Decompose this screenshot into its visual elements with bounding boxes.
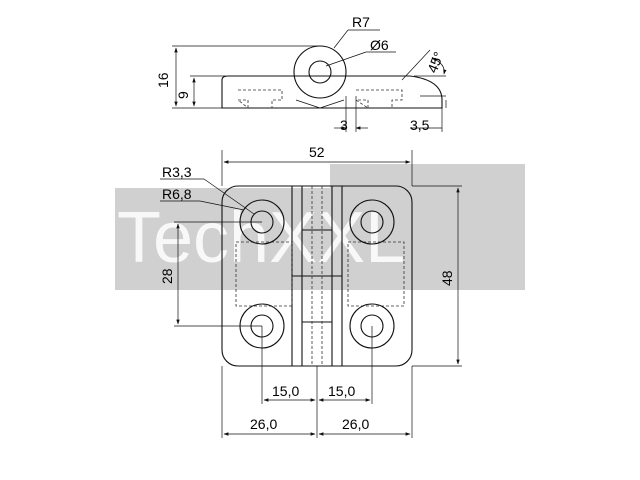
angle-leg <box>401 49 431 81</box>
front-view: 52 48 28 R3,3 R6,8 15,0 15,0 26,0 26,0 <box>159 144 462 438</box>
dim-half-width-right: 26,0 <box>342 416 369 432</box>
watermark: TechXXL <box>115 164 525 290</box>
dim-width-total: 52 <box>309 144 325 160</box>
leader-bore <box>325 51 367 67</box>
dim-chamfer-angle: 45° <box>424 49 447 75</box>
leader-r7 <box>333 29 349 49</box>
watermark-text: TechXXL <box>117 198 405 278</box>
top-view-hidden-hole-right <box>354 89 403 109</box>
leader-r68 <box>199 200 245 211</box>
hidden-pocket-right <box>347 241 405 307</box>
dim-height-plate: 9 <box>175 91 191 99</box>
counterbore-top-right <box>349 199 395 245</box>
leader-r33 <box>203 178 255 215</box>
dim-height-total: 16 <box>155 72 171 88</box>
dim-hole-offset-right: 15,0 <box>328 383 355 399</box>
dim-radius-hole: R3,3 <box>162 164 192 180</box>
dim-hole-spacing: 28 <box>159 268 175 284</box>
top-view-split-left <box>295 99 321 109</box>
hidden-pocket-left <box>235 241 293 307</box>
top-view-hidden-hole-left <box>236 89 283 109</box>
dim-radius-knuckle: R7 <box>352 14 370 30</box>
dim-half-width-left: 26,0 <box>250 416 277 432</box>
dim-height-total-front: 48 <box>439 270 455 286</box>
hole-top-right <box>360 210 384 234</box>
top-view-split-right <box>319 99 345 109</box>
dim-hole-offset-left: 15,0 <box>272 383 299 399</box>
angle-arc <box>431 57 447 75</box>
dim-chamfer-offset: 3,5 <box>410 117 430 133</box>
dim-bore-diameter: Ø6 <box>370 37 389 53</box>
top-view: 16 9 R7 Ø6 45° 3 3,5 <box>155 14 447 133</box>
dim-gap-small: 3 <box>340 117 348 133</box>
dim-radius-counterbore: R6,8 <box>162 186 192 202</box>
top-view-plate <box>221 75 443 109</box>
top-view-knuckle <box>293 45 347 99</box>
top-view-bore <box>308 60 332 84</box>
